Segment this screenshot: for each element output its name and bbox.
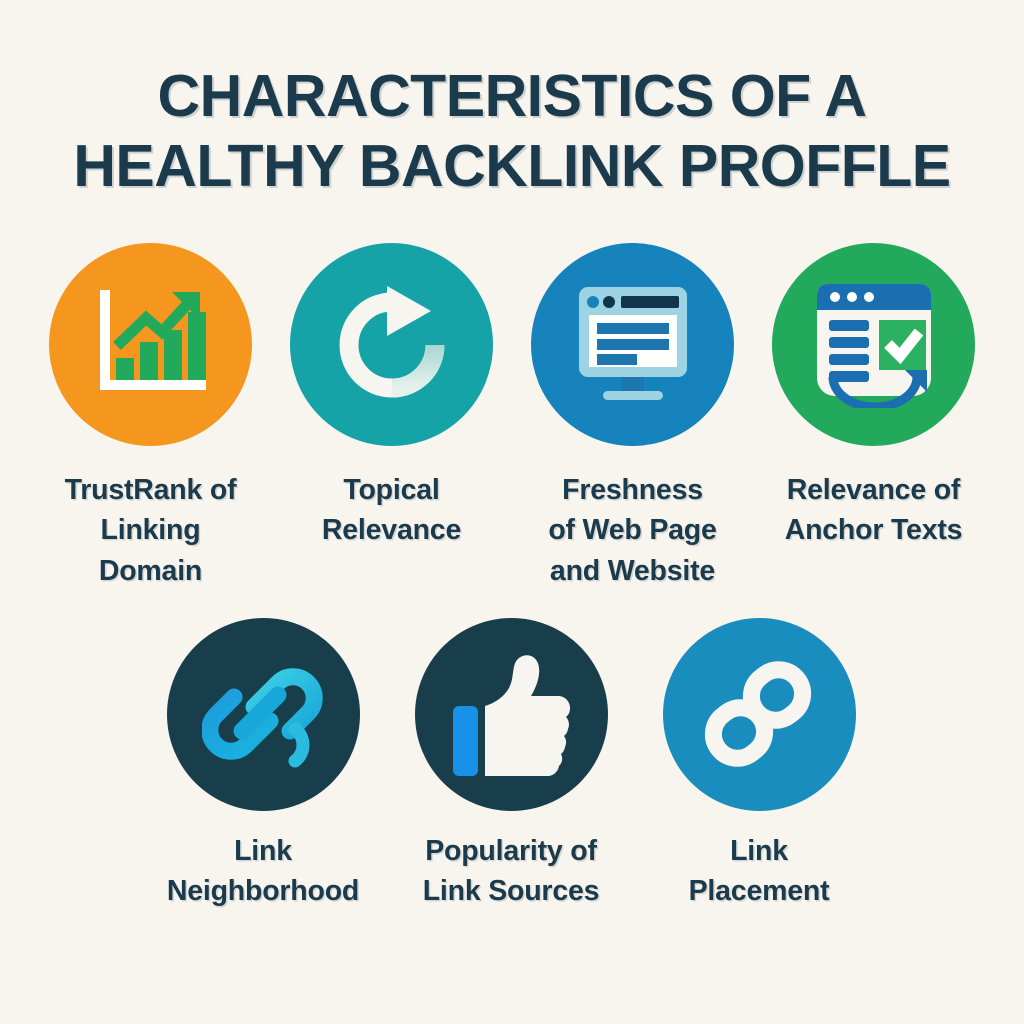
characteristic-item-link-placement[interactable]: Link Placement <box>659 618 859 912</box>
characteristic-item-topical-relevance[interactable]: Topical Relevance <box>289 243 494 591</box>
icon-circle-trustrank <box>49 243 252 446</box>
icon-circle-freshness <box>531 243 734 446</box>
browser-checklist-icon <box>809 282 939 408</box>
page-title: CHARACTERISTICS OF A HEALTHY BACKLINK PR… <box>0 62 1024 201</box>
characteristic-label-anchor-texts: Relevance of Anchor Texts <box>784 474 963 547</box>
characteristic-label-link-placement: Link Placement <box>688 835 830 908</box>
icon-circle-anchor-texts <box>772 243 975 446</box>
page-title-line-2: HEALTHY BACKLINK PROFFLE <box>73 132 951 199</box>
characteristics-row-1: TrustRank of Linking Domain <box>0 243 1024 591</box>
monitor-browser-icon <box>565 281 701 409</box>
icon-circle-link-neighborhood <box>166 618 360 811</box>
icon-circle-link-placement <box>662 618 856 811</box>
characteristic-label-link-popularity: Popularity of Link Sources <box>422 835 600 908</box>
characteristic-item-trustrank[interactable]: TrustRank of Linking Domain <box>48 243 253 591</box>
refresh-rotate-icon <box>331 284 453 406</box>
characteristic-label-freshness: Freshness of Web Page and Website <box>548 474 717 587</box>
icon-circle-topical-relevance <box>290 243 493 446</box>
page-title-line-1: CHARACTERISTICS OF A <box>157 63 867 129</box>
interlocking-rings-icon <box>699 655 819 775</box>
characteristic-item-link-neighborhood[interactable]: Link Neighborhood <box>163 618 363 912</box>
bar-chart-growth-icon <box>86 282 216 407</box>
characteristic-item-link-popularity[interactable]: Popularity of Link Sources <box>411 618 611 912</box>
characteristic-item-freshness[interactable]: Freshness of Web Page and Website <box>530 243 735 591</box>
characteristic-item-anchor-texts[interactable]: Relevance of Anchor Texts <box>771 243 976 591</box>
icon-circle-link-popularity <box>414 618 608 811</box>
characteristic-label-link-neighborhood: Link Neighborhood <box>166 835 360 908</box>
chain-link-icon <box>202 655 324 775</box>
characteristics-row-2: Link Neighborhood Popularity of Link Sou… <box>0 618 1024 912</box>
characteristic-label-trustrank: TrustRank of Linking Domain <box>64 474 237 587</box>
thumbs-up-icon <box>449 652 573 778</box>
characteristic-label-topical-relevance: Topical Relevance <box>321 474 462 547</box>
